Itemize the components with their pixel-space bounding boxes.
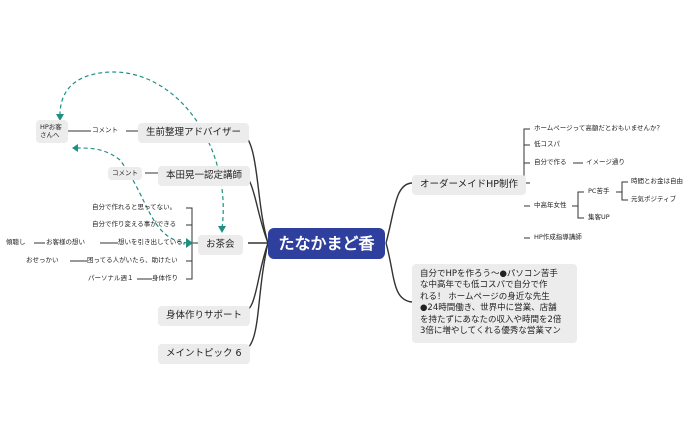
order-hp-expensive[interactable]: ホームページって高額だとおもいませんか？	[534, 125, 663, 132]
ocha-item-2[interactable]: 自分で作り変える事ができる	[92, 221, 176, 228]
advisor-comment[interactable]: コメント	[92, 127, 118, 134]
note-line-5: を持たずにあなたの収入や時間を2倍	[420, 314, 562, 325]
branch-note[interactable]: 自分でHPを作ろう～●パソコン苦手 な中高年でも低コスパで自分で作 れる！ ホー…	[412, 264, 577, 343]
order-hp-pc-weak[interactable]: PC苦手	[588, 188, 609, 195]
ocha-item-4-leaf[interactable]: おせっかい	[26, 257, 59, 264]
branch-instructor-label: 本田晃一認定講師	[166, 170, 243, 181]
hp-guest-node[interactable]: HPお客さんへ	[36, 120, 68, 143]
ocha-item-2-label: 自分で作り変える事ができる	[92, 220, 177, 228]
branch-ocha-label: お茶会	[206, 239, 235, 250]
order-hp-middle-women[interactable]: 中高年女性	[534, 202, 567, 209]
ocha-item-5-leaf[interactable]: パーソナル週１	[88, 275, 134, 282]
note-line-3: れる！ ホームページの身近な先生	[420, 291, 550, 302]
ocha-item-3-leaf[interactable]: 傾聴し	[6, 239, 26, 246]
branch-ocha[interactable]: お茶会	[198, 235, 243, 255]
branch-body-support[interactable]: 身体作りサポート	[158, 306, 251, 326]
note-line-4: ●24時間働き、世界中に営業、店舗	[420, 303, 557, 314]
order-hp-expensive-label: ホームページって高額だとおもいませんか？	[534, 124, 664, 132]
order-hp-time-money[interactable]: 時間とお金は自由	[631, 178, 683, 185]
ocha-item-3-parent-label: お客様の想い	[46, 238, 85, 246]
order-hp-guidance-label: HP作成指導講師	[534, 233, 582, 241]
ocha-item-1-label: 自分で作れると思ってない。	[92, 203, 177, 211]
note-line-1: 自分でHPを作ろう～●パソコン苦手	[420, 269, 558, 279]
order-hp-customers-up[interactable]: 集客UP	[588, 214, 610, 221]
ocha-item-3-label: 想いを引き出している。	[118, 238, 190, 246]
order-hp-time-money-label: 時間とお金は自由	[631, 177, 683, 185]
ocha-item-3[interactable]: 想いを引き出している。	[118, 239, 189, 246]
ocha-item-3-parent[interactable]: お客様の想い	[46, 239, 85, 246]
instructor-comment[interactable]: コメント	[108, 167, 142, 180]
ocha-item-5-leaf-label: パーソナル週１	[88, 274, 134, 282]
ocha-item-4-leaf-label: おせっかい	[26, 256, 59, 264]
order-hp-as-image-label: イメージ通り	[586, 158, 625, 166]
branch-main-topic[interactable]: メイントピック 6	[158, 344, 250, 364]
instructor-comment-label: コメント	[112, 169, 138, 177]
central-topic-label: たなかまど香	[278, 233, 375, 253]
branch-advisor[interactable]: 生前整理アドバイザー	[138, 123, 250, 143]
order-hp-self-made-label: 自分で作る	[534, 158, 567, 166]
note-line-6: 3倍に増やしてくれる優秀な営業マン	[420, 326, 561, 337]
central-topic[interactable]: たなかまど香	[268, 228, 385, 259]
ocha-item-4-label: 困ってる人がいたら、助けたい	[87, 256, 178, 264]
advisor-comment-label: コメント	[92, 126, 118, 134]
order-hp-self-made[interactable]: 自分で作る	[534, 159, 567, 166]
order-hp-customers-up-label: 集客UP	[588, 213, 610, 221]
branch-order-hp-label: オーダーメイドHP制作	[420, 179, 518, 190]
branch-advisor-label: 生前整理アドバイザー	[146, 127, 242, 138]
order-hp-low-cost[interactable]: 低コスパ	[534, 141, 560, 148]
order-hp-positive[interactable]: 元気ポジティブ	[631, 196, 676, 203]
ocha-item-5-label: 身体作り	[152, 274, 178, 282]
ocha-item-4[interactable]: 困ってる人がいたら、助けたい	[87, 257, 178, 264]
order-hp-as-image[interactable]: イメージ通り	[586, 159, 625, 166]
order-hp-pc-weak-label: PC苦手	[588, 187, 610, 195]
branch-body-support-label: 身体作りサポート	[166, 310, 243, 321]
branch-order-hp[interactable]: オーダーメイドHP制作	[412, 175, 526, 195]
ocha-item-3-leaf-label: 傾聴し	[6, 238, 26, 246]
note-line-2: な中高年でも低コスパで自分で作	[420, 280, 548, 291]
hp-guest-label: HPお客さんへ	[40, 123, 62, 140]
order-hp-guidance[interactable]: HP作成指導講師	[534, 234, 582, 241]
branch-main-topic-label: メイントピック 6	[166, 348, 242, 359]
order-hp-middle-women-label: 中高年女性	[534, 201, 567, 209]
ocha-item-1[interactable]: 自分で作れると思ってない。	[92, 204, 176, 211]
order-hp-positive-label: 元気ポジティブ	[631, 195, 677, 203]
branch-instructor[interactable]: 本田晃一認定講師	[158, 166, 251, 186]
order-hp-low-cost-label: 低コスパ	[534, 140, 560, 148]
ocha-item-5[interactable]: 身体作り	[152, 275, 178, 282]
